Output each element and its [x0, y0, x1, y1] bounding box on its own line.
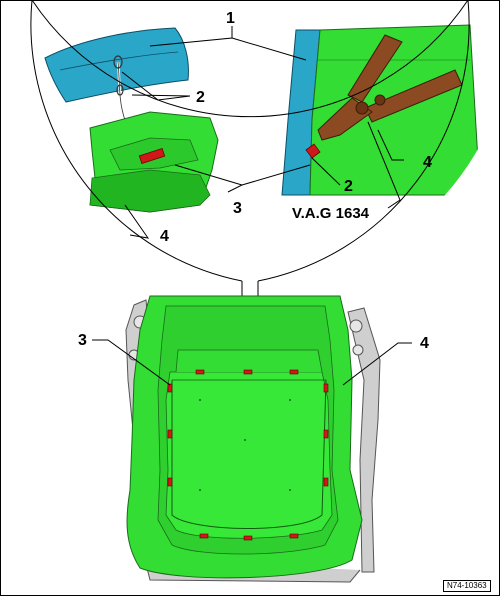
callout-1: 1 — [226, 10, 235, 27]
callout-4-seat: 4 — [420, 335, 429, 352]
clip-in-pliers — [305, 143, 321, 159]
callout-4-detail-right: 4 — [423, 154, 432, 171]
magnifier-circle — [31, 0, 469, 118]
tool-label: V.A.G 1634 — [292, 205, 369, 222]
red-clip-detail — [138, 147, 166, 165]
frame-rail-right — [347, 307, 381, 573]
clip-ring-mid — [116, 84, 124, 96]
seat-leaders — [92, 339, 412, 386]
callout-4-detail-left: 4 — [160, 228, 169, 245]
figure-id: N74-10363 — [443, 580, 491, 592]
callout-3-seat: 3 — [78, 332, 87, 349]
callout-2-left: 2 — [196, 89, 205, 106]
seat-cushion — [125, 295, 381, 583]
clip-ring-top — [113, 55, 123, 69]
detail-view — [30, 0, 481, 370]
callout-2-right: 2 — [344, 178, 353, 195]
seat-cover-blue — [44, 27, 189, 103]
callout-3-detail: 3 — [233, 200, 242, 217]
detail-leaders — [121, 26, 404, 239]
retaining-clips — [167, 369, 329, 541]
seat-pan — [165, 371, 333, 539]
pliers-tool — [317, 34, 463, 141]
